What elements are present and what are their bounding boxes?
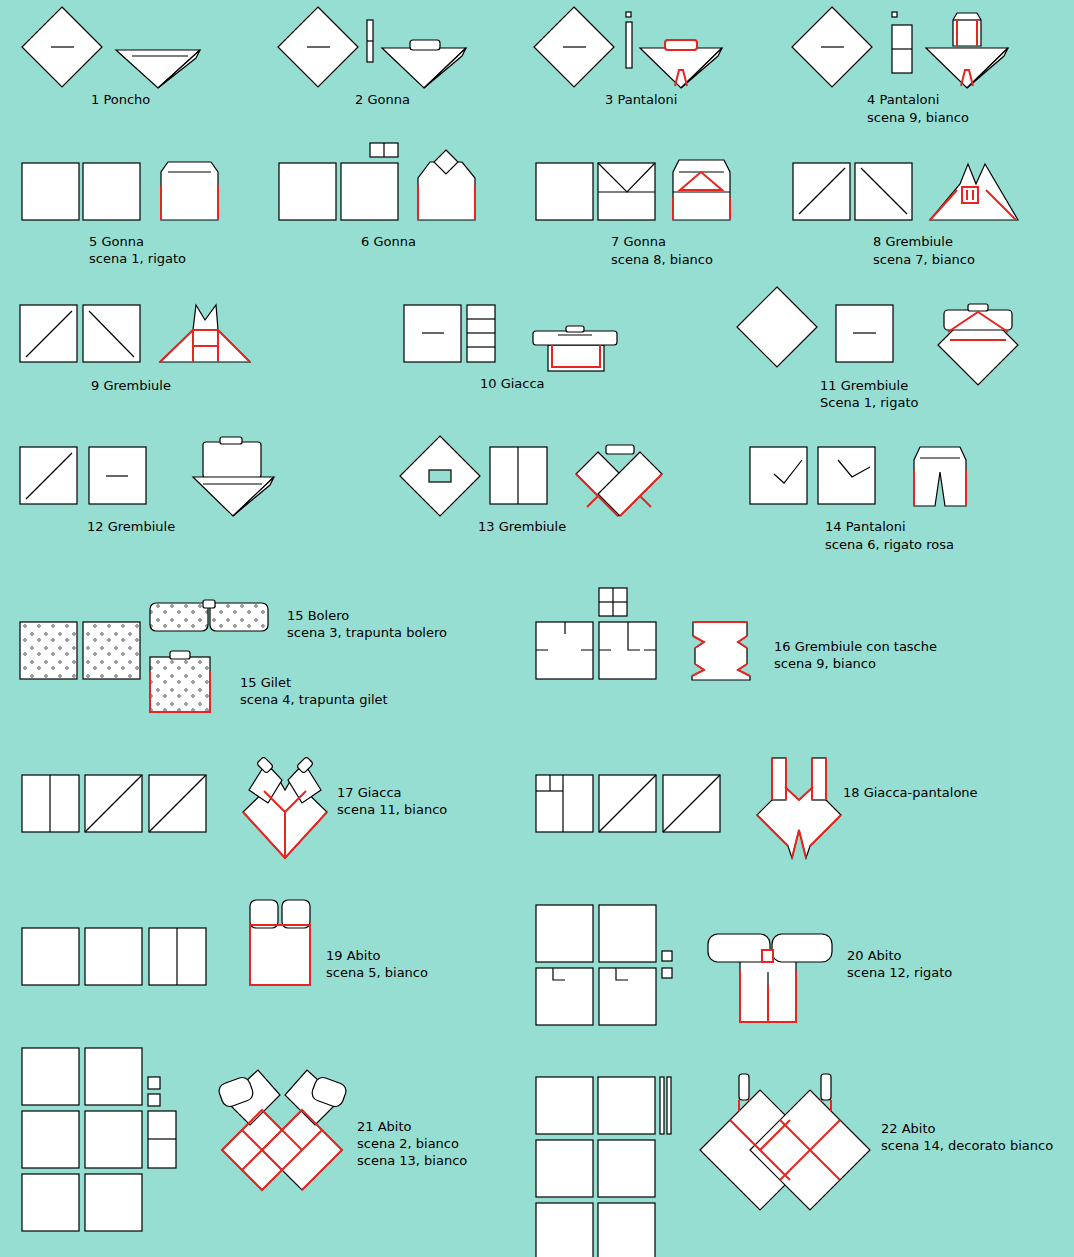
figure-caption: 15 Bolero [287,608,349,623]
figure-caption: scena 5, bianco [326,965,428,980]
figure-caption: scena 7, bianco [873,252,975,267]
napkin-figure [793,163,1018,220]
napkin-figure [536,160,730,220]
figure-caption: 2 Gonna [355,92,410,107]
napkin-figure [536,588,750,680]
napkin-figure [20,600,268,712]
figure-caption: scena 9, bianco [867,110,969,125]
figure-caption: scena 13, bianco [357,1153,467,1168]
figure-caption: scena 2, bianco [357,1136,459,1151]
napkin-figure [22,7,200,88]
figure-caption: 5 Gonna [89,234,144,249]
figure-caption: scena 14, decorato bianco [881,1138,1053,1153]
napkin-figure [22,1048,348,1231]
figure-caption: 1 Poncho [91,92,150,107]
napkin-figure [750,447,966,506]
figure-caption: 11 Grembiule [820,378,908,393]
napkin-figure [22,757,327,858]
figure-caption: 15 Gilet [240,675,291,690]
figure-caption: scena 8, bianco [611,252,713,267]
figure-caption: 16 Grembiule con tasche [774,639,937,654]
figure-caption: 8 Grembiule [873,234,953,249]
napkin-figure [22,900,310,985]
napkin-figure [20,305,250,362]
figure-caption: 18 Giacca-pantalone [843,785,978,800]
figure-caption: 7 Gonna [611,234,666,249]
figure-caption: 19 Abito [326,948,380,963]
figure-caption: 6 Gonna [361,234,416,249]
napkin-figure [400,436,662,516]
napkin-figure [22,162,218,220]
napkin-figure [536,758,841,858]
figure-caption: 14 Pantaloni [825,519,906,534]
figure-caption: scena 9, bianco [774,656,876,671]
napkin-figure [536,1074,870,1257]
napkin-figure [534,7,722,88]
napkin-figure [278,7,466,88]
figure-caption: 17 Giacca [337,785,402,800]
figure-caption: 22 Abito [881,1121,935,1136]
napkin-figure [20,437,274,516]
figure-caption: scena 1, rigato [89,251,186,266]
figure-caption: 3 Pantaloni [605,92,677,107]
figure-caption: 21 Abito [357,1119,411,1134]
figure-caption: scena 11, bianco [337,802,447,817]
figure-caption: scena 4, trapunta gilet [240,692,388,707]
napkin-figure [536,905,832,1025]
figure-caption: Scena 1, rigato [820,395,919,410]
figure-caption: scena 12, rigato [847,965,952,980]
figure-caption: scena 3, trapunta bolero [287,625,447,640]
figure-caption: 12 Grembiule [87,519,175,534]
figure-caption: 9 Grembiule [91,378,171,393]
napkin-figure [279,143,475,220]
figure-caption: 10 Giacca [480,376,545,391]
napkin-figure [404,305,617,371]
napkin-figure [792,7,1008,88]
figure-caption: 20 Abito [847,948,901,963]
figure-caption: 4 Pantaloni [867,92,939,107]
napkin-figure [737,287,1018,385]
figure-caption: 13 Grembiule [478,519,566,534]
figure-caption: scena 6, rigato rosa [825,537,954,552]
